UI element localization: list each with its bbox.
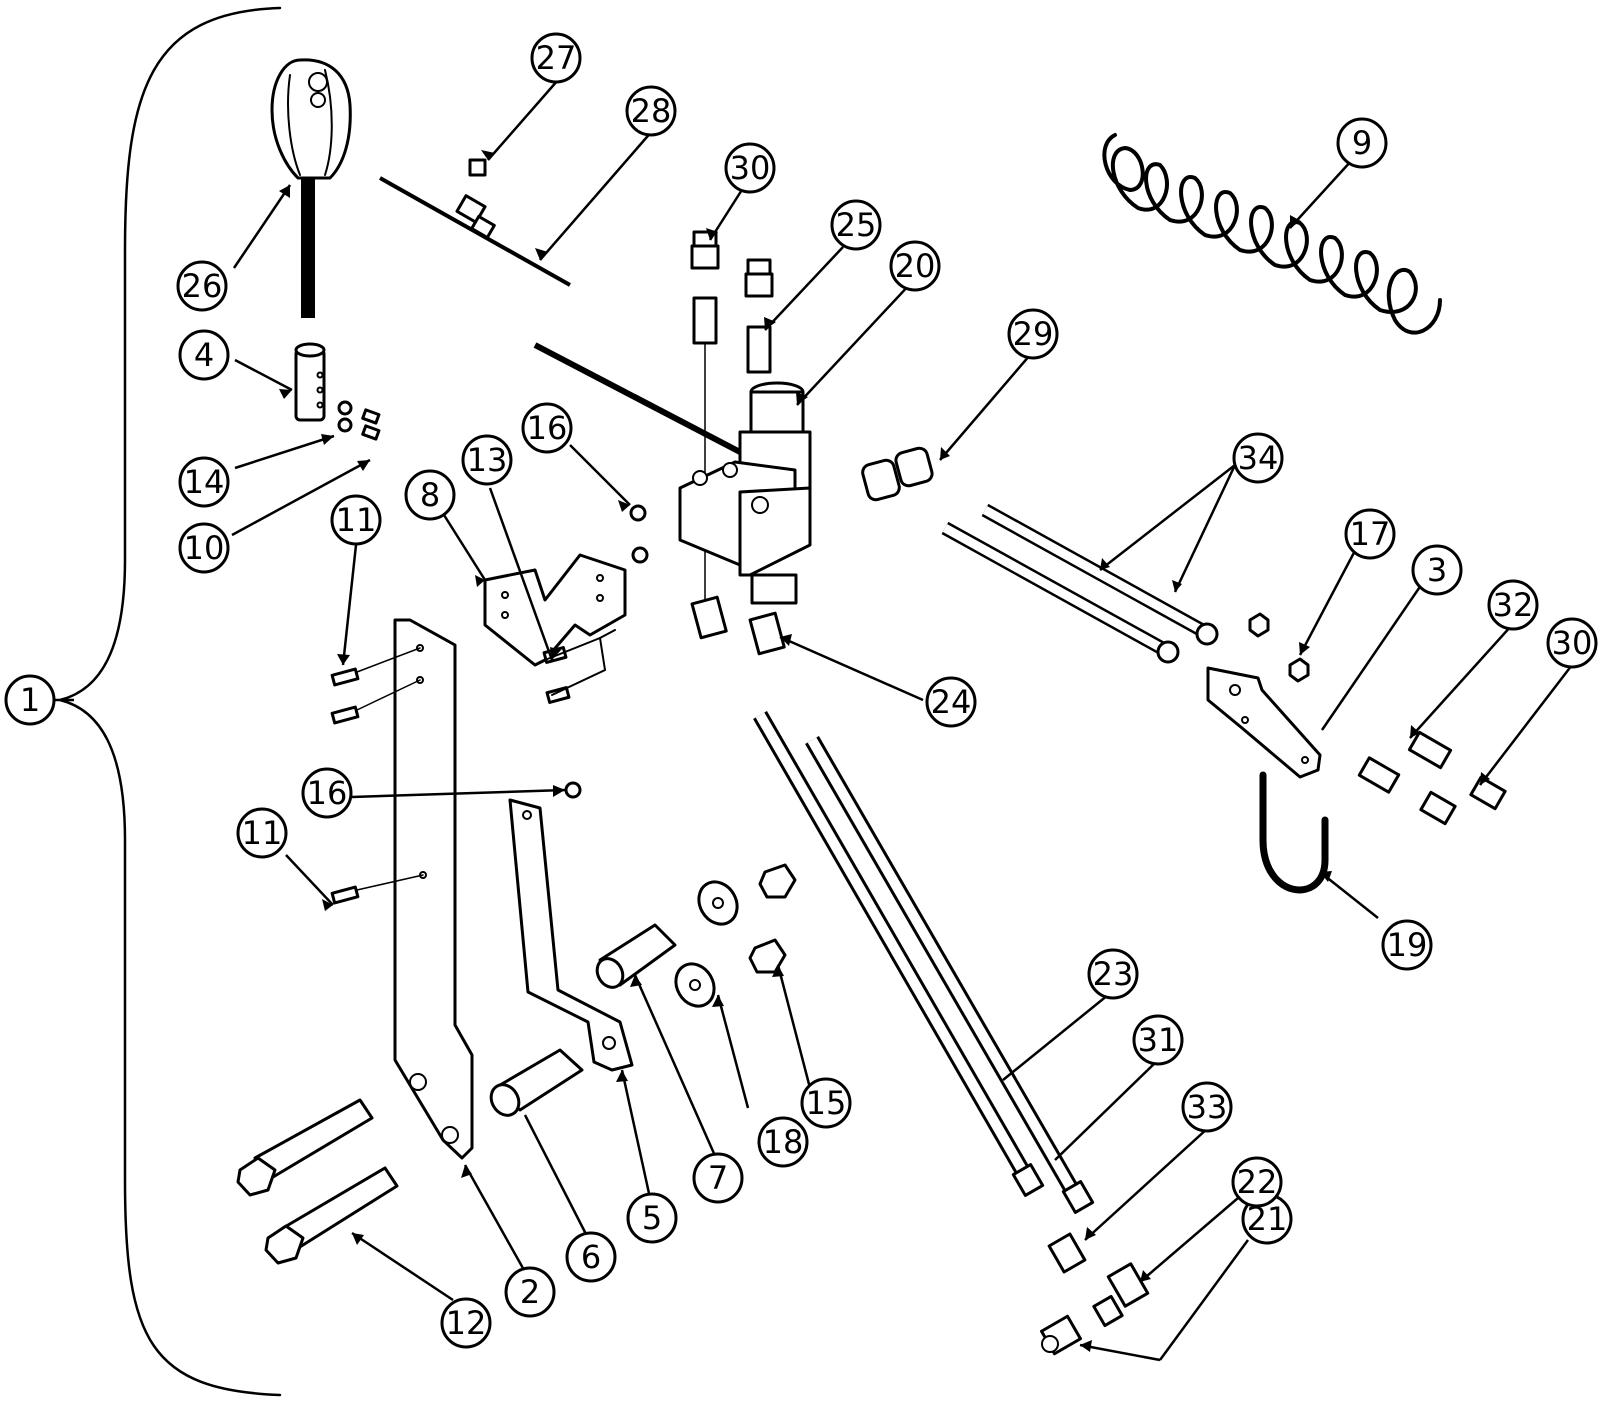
svg-text:34: 34 — [1238, 439, 1279, 477]
svg-text:17: 17 — [1350, 515, 1391, 553]
push-pull-cable — [533, 342, 742, 455]
elbow-fittings — [690, 595, 786, 656]
callout-16-lower: 16 — [301, 767, 353, 819]
spacers-and-washers — [489, 863, 797, 1117]
svg-text:11: 11 — [242, 814, 283, 852]
cable-clip — [379, 158, 571, 287]
u-bolt — [1259, 771, 1329, 894]
callout-27: 27 — [530, 32, 582, 84]
svg-text:12: 12 — [446, 1304, 487, 1342]
svg-text:32: 32 — [1493, 586, 1534, 624]
callout-25: 25 — [830, 199, 882, 251]
svg-text:7: 7 — [708, 1159, 728, 1197]
svg-text:16: 16 — [527, 409, 568, 447]
nut-upper — [629, 504, 647, 522]
svg-text:23: 23 — [1093, 955, 1134, 993]
svg-text:33: 33 — [1187, 1088, 1228, 1126]
svg-text:13: 13 — [467, 441, 508, 479]
callout-18: 18 — [757, 1116, 809, 1168]
valve-bracket — [483, 553, 627, 704]
svg-text:9: 9 — [1352, 124, 1372, 162]
lever-plate — [393, 618, 474, 1160]
callout-32: 32 — [1487, 579, 1539, 631]
callout-30-top: 30 — [724, 142, 776, 194]
svg-text:1: 1 — [20, 681, 40, 719]
callout-3: 3 — [1411, 544, 1463, 596]
callout-22: 22 — [1231, 1156, 1283, 1208]
svg-text:6: 6 — [581, 1238, 601, 1276]
arrowheads — [279, 150, 1490, 1352]
callout-12: 12 — [440, 1297, 492, 1349]
svg-text:4: 4 — [194, 336, 214, 374]
callout-34: 34 — [1232, 432, 1284, 484]
leader-lines — [35, 79, 1573, 1362]
callout-20: 20 — [889, 240, 941, 292]
svg-text:26: 26 — [182, 267, 223, 305]
svg-text:2: 2 — [520, 1273, 540, 1311]
svg-text:30: 30 — [730, 149, 771, 187]
callout-24: 24 — [925, 676, 977, 728]
hydraulic-hoses — [753, 711, 1095, 1214]
screws — [330, 647, 424, 905]
callout-30-right: 30 — [1546, 617, 1598, 669]
svg-text:28: 28 — [631, 92, 672, 130]
callout-19: 19 — [1381, 919, 1433, 971]
callout-7: 7 — [692, 1152, 744, 1204]
svg-text:15: 15 — [806, 1084, 847, 1122]
nut-upper-2 — [631, 546, 649, 564]
sleeve-coupler — [294, 342, 381, 441]
hex-bolts — [236, 1098, 399, 1265]
callout-9: 9 — [1336, 117, 1388, 169]
svg-text:27: 27 — [536, 39, 577, 77]
callout-26: 26 — [176, 260, 228, 312]
callout-15: 15 — [800, 1077, 852, 1129]
callout-29: 29 — [1007, 308, 1059, 360]
top-fittings — [690, 230, 774, 601]
shift-knob — [270, 58, 352, 318]
callout-31: 31 — [1132, 1014, 1184, 1066]
right-fittings — [1357, 730, 1507, 826]
svg-text:3: 3 — [1427, 551, 1447, 589]
nut-lower — [564, 781, 582, 799]
lever-arm — [508, 798, 634, 1072]
hose-bracket — [1206, 612, 1322, 779]
svg-text:19: 19 — [1387, 926, 1428, 964]
hose-assembly-right — [861, 446, 1219, 664]
callout-11-upper: 11 — [330, 494, 382, 546]
svg-text:14: 14 — [184, 463, 225, 501]
callout-10: 10 — [178, 522, 230, 574]
callout-11-lower: 11 — [236, 807, 288, 859]
svg-text:29: 29 — [1013, 315, 1054, 353]
svg-text:5: 5 — [642, 1199, 662, 1237]
callout-2: 2 — [504, 1266, 556, 1318]
hydraulic-valve — [678, 381, 812, 605]
callout-4: 4 — [178, 329, 230, 381]
svg-text:8: 8 — [420, 476, 440, 514]
callout-16-upper: 16 — [521, 402, 573, 454]
svg-text:18: 18 — [763, 1123, 804, 1161]
svg-text:30: 30 — [1552, 624, 1593, 662]
callout-6: 6 — [565, 1231, 617, 1283]
end-fittings — [1040, 1232, 1150, 1356]
callout-33: 33 — [1181, 1081, 1233, 1133]
callout-1: 1 — [4, 674, 56, 726]
svg-text:22: 22 — [1237, 1163, 1278, 1201]
svg-text:16: 16 — [307, 774, 348, 812]
callout-17: 17 — [1344, 508, 1396, 560]
svg-text:10: 10 — [184, 529, 225, 567]
svg-text:11: 11 — [336, 501, 377, 539]
callout-5: 5 — [626, 1192, 678, 1244]
callout-13: 13 — [461, 434, 513, 486]
callout-28: 28 — [625, 85, 677, 137]
callout-8: 8 — [404, 469, 456, 521]
coiled-hose-wrap — [1102, 133, 1442, 335]
svg-text:20: 20 — [895, 247, 936, 285]
svg-text:31: 31 — [1138, 1021, 1179, 1059]
callout-14: 14 — [178, 456, 230, 508]
svg-text:24: 24 — [931, 683, 972, 721]
svg-text:25: 25 — [836, 206, 877, 244]
callout-23: 23 — [1087, 948, 1139, 1000]
